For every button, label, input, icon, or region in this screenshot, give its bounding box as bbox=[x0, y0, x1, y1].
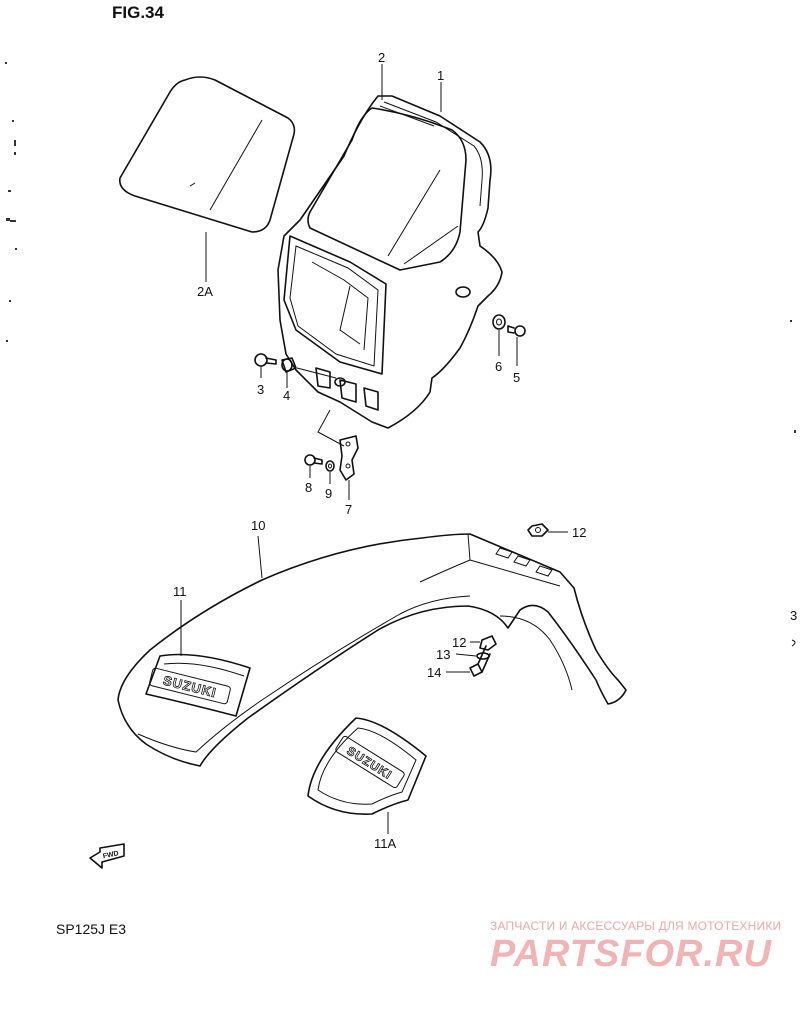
bracket-7 bbox=[339, 435, 359, 481]
label-part-14: 14 bbox=[427, 665, 441, 680]
label-part-12-top: 12 bbox=[572, 525, 586, 540]
screw-5 bbox=[507, 325, 526, 337]
bolt-14 bbox=[469, 645, 491, 677]
label-part-5: 5 bbox=[513, 370, 520, 385]
label-part-6: 6 bbox=[495, 359, 502, 374]
watermark-line1: ЗАПЧАСТИ И АКСЕССУАРЫ ДЛЯ МОТОТЕХНИКИ bbox=[490, 919, 781, 933]
label-part-10: 10 bbox=[251, 518, 265, 533]
edge-marker: 3 bbox=[790, 608, 797, 623]
screw-3 bbox=[254, 353, 277, 367]
scan-speckles bbox=[5, 62, 796, 433]
edge-bracket bbox=[791, 639, 796, 647]
screw-8 bbox=[304, 454, 323, 466]
emblem-11a: SUZUKI bbox=[307, 717, 427, 815]
leader-bracket-link bbox=[317, 409, 345, 447]
label-part-2: 2 bbox=[378, 50, 385, 65]
label-part-12-lower: 12 bbox=[452, 635, 466, 650]
leader-3-4 bbox=[296, 367, 337, 379]
label-part-11: 11 bbox=[173, 584, 187, 599]
label-part-3: 3 bbox=[257, 382, 264, 397]
label-part-1: 1 bbox=[437, 68, 444, 83]
nut-12-lower bbox=[479, 635, 497, 651]
nut-12-top bbox=[527, 523, 549, 537]
label-part-9: 9 bbox=[325, 486, 332, 501]
label-part-8: 8 bbox=[305, 480, 312, 495]
headlight-housing-1 bbox=[277, 95, 503, 429]
figure-title: FIG.34 bbox=[112, 3, 165, 22]
washer-9 bbox=[325, 460, 335, 472]
fwd-label: FWD bbox=[102, 850, 119, 860]
label-part-11a: 11A bbox=[374, 836, 396, 851]
collar-4 bbox=[281, 357, 297, 373]
watermark-line2: PARTSFOR.RU bbox=[490, 933, 772, 975]
label-part-7: 7 bbox=[345, 502, 352, 517]
leader-13 bbox=[455, 653, 477, 657]
washer-6 bbox=[492, 314, 506, 330]
label-part-2a: 2A bbox=[197, 284, 213, 299]
leader-10 bbox=[257, 535, 263, 579]
model-code: SP125J E3 bbox=[56, 921, 126, 937]
label-part-13: 13 bbox=[436, 647, 450, 662]
number-plate-2a bbox=[118, 76, 296, 233]
fwd-arrow-icon: FWD bbox=[89, 843, 125, 869]
front-fender-10 bbox=[117, 533, 627, 767]
emblem-11: SUZUKI bbox=[145, 653, 251, 717]
part-labels: 2 1 2A 3 4 5 6 7 8 9 10 11 11A 12 12 13 … bbox=[173, 50, 586, 851]
label-part-4: 4 bbox=[283, 388, 290, 403]
emblem-11a-brand: SUZUKI bbox=[344, 743, 394, 782]
